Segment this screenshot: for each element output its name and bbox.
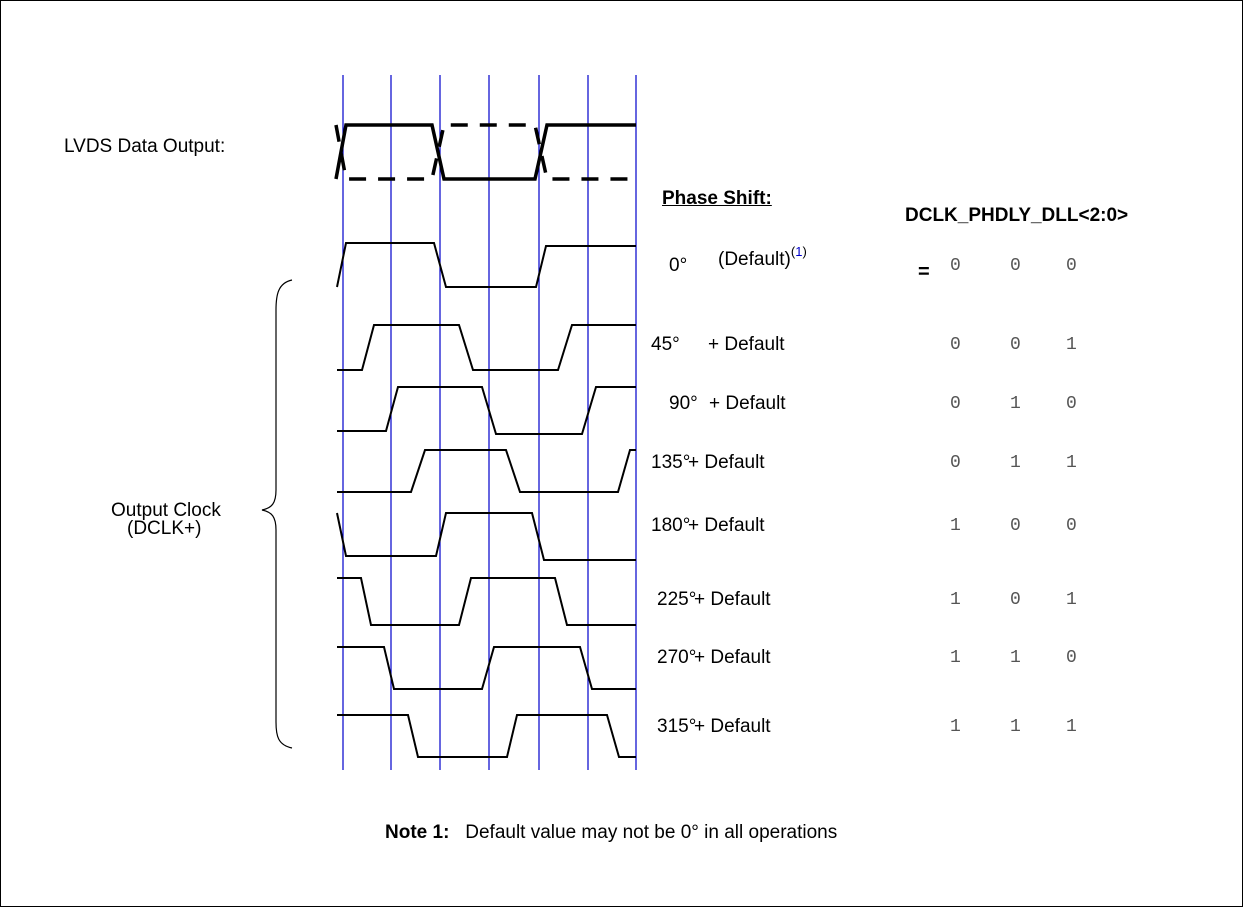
phase-label: 135° [651,452,691,473]
register-bit: 0 [1010,516,1021,536]
register-bit: 1 [1066,717,1077,737]
clock-trace [337,577,636,626]
note-text: Default value may not be 0° in all opera… [465,822,838,843]
register-bit: 1 [1066,335,1077,355]
register-bit: 0 [1066,648,1077,668]
output-clock-label: Output Clock [111,500,221,521]
default-annotation: (Default)(1) [718,245,807,270]
clock-waveforms [336,242,636,758]
note-label: Note 1: [385,822,450,843]
clock-trace [337,386,636,435]
register-bit: 0 [950,335,961,355]
lvds-data-output-label: LVDS Data Output: [64,136,226,157]
register-bit: 1 [950,648,961,668]
clock-trace [336,242,636,288]
phase-suffix: + Default [694,716,771,737]
register-bit: 0 [1066,256,1077,276]
register-bit: 0 [1010,335,1021,355]
output-clock-brace [261,279,293,749]
register-bit: 1 [1010,453,1021,473]
phase-label: 90° [669,393,698,414]
register-bit: 1 [950,516,961,536]
phase-label: 180° [651,515,691,536]
register-header: DCLK_PHDLY_DLL<2:0> [905,205,1129,226]
clock-trace [337,449,636,493]
phase-suffix: + Default [694,647,771,668]
data-solid-trace [334,123,636,181]
phase-label: 315° [657,716,697,737]
phase-label: 225° [657,589,697,610]
grid-lines [342,75,637,770]
phase-suffix: + Default [709,393,786,414]
register-bit: 1 [1010,717,1021,737]
phase-suffix: + Default [694,589,771,610]
phase-suffix: + Default [688,515,765,536]
register-bit: 1 [950,717,961,737]
register-bit: 0 [950,394,961,414]
phase-label: 45° [651,334,680,355]
register-bit: 0 [950,453,961,473]
default-text: (Default) [718,249,791,270]
data-dashed-trace [334,123,636,181]
footnote-marker: (1) [790,244,807,259]
note: Note 1: Default value may not be 0° in a… [385,823,837,842]
register-bit: 0 [1010,590,1021,610]
clock-trace [337,646,636,690]
phase-suffix: + Default [708,334,785,355]
equals-sign: = [918,261,930,283]
clock-trace [336,512,636,561]
register-bit: 1 [1066,453,1077,473]
register-bit: 0 [1010,256,1021,276]
register-bit: 1 [1010,648,1021,668]
output-clock-signal-label: (DCLK+) [127,518,202,539]
phase-label: 0° [669,255,688,276]
clock-trace [337,714,636,758]
footnote-number[interactable]: 1 [795,244,803,259]
register-bit: 1 [950,590,961,610]
register-bit: 1 [1066,590,1077,610]
clock-trace [337,324,636,371]
phase-label: 270° [657,647,697,668]
phase-suffix: + Default [688,452,765,473]
register-bit: 0 [1066,516,1077,536]
phase-shift-header: Phase Shift: [662,188,772,209]
register-bit: 0 [950,256,961,276]
register-bit: 0 [1066,394,1077,414]
register-bit: 1 [1010,394,1021,414]
lvds-data-waveform [334,123,636,181]
